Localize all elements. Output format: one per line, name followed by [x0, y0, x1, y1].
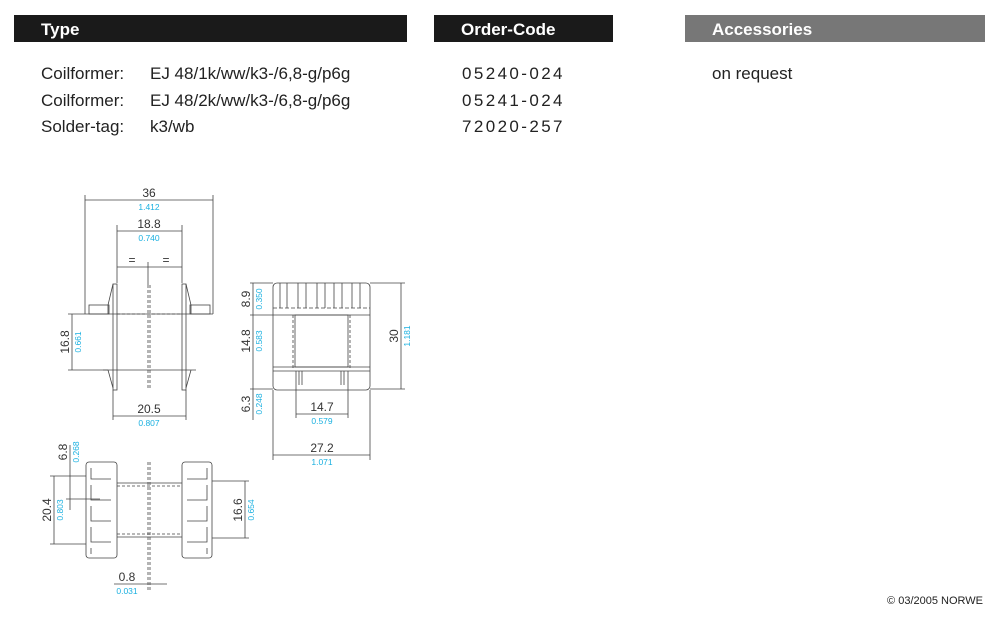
dim-20.4-inch: 0.803 [55, 499, 65, 521]
front-view [250, 282, 405, 460]
dim-6.3-inch: 0.248 [254, 393, 264, 415]
row-code: 05240-024 [462, 64, 565, 83]
dim-16.6-inch: 0.654 [246, 499, 256, 521]
dim-30-inch: 1.181 [402, 325, 412, 347]
dim-8.9: 8.9 [239, 290, 253, 307]
dim-6.8: 6.8 [56, 443, 70, 460]
dim-18.8: 18.8 [137, 217, 161, 231]
dim-14.7-inch: 0.579 [311, 416, 333, 426]
row-type: EJ 48/2k/ww/k3-/6,8-g/p6g [150, 91, 351, 110]
dim-equal: = [128, 253, 135, 267]
header-accessories: Accessories [685, 15, 985, 42]
dim-14.7: 14.7 [310, 400, 334, 414]
dim-6.8-inch: 0.268 [71, 441, 81, 463]
dim-14.8-inch: 0.583 [254, 330, 264, 352]
accessories-text: on request [712, 64, 793, 83]
dim-16.8: 16.8 [58, 330, 72, 354]
row-type: k3/wb [150, 117, 195, 136]
dim-14.8: 14.8 [239, 329, 253, 353]
row-code: 72020-257 [462, 117, 565, 136]
dimension-labels: 36 1.412 18.8 0.740 = = 16.8 0.661 20.5 … [40, 186, 412, 596]
dim-36: 36 [142, 186, 156, 200]
header-type: Type [14, 15, 407, 42]
dim-27.2-inch: 1.071 [311, 457, 333, 467]
dim-18.8-inch: 0.740 [138, 233, 160, 243]
dim-16.8-inch: 0.661 [73, 331, 83, 353]
dim-6.3: 6.3 [239, 395, 253, 412]
dim-30: 30 [387, 329, 401, 343]
dim-0.8: 0.8 [119, 570, 136, 584]
dim-20.4: 20.4 [40, 498, 54, 522]
dim-20.5: 20.5 [137, 402, 161, 416]
header-order-code: Order-Code [434, 15, 613, 42]
dim-equal: = [162, 253, 169, 267]
row-label: Solder-tag: [41, 117, 125, 136]
row-label: Coilformer: [41, 64, 125, 83]
side-view [68, 195, 214, 420]
dim-27.2: 27.2 [310, 441, 334, 455]
row-type: EJ 48/1k/ww/k3-/6,8-g/p6g [150, 64, 351, 83]
top-view [50, 445, 249, 592]
dim-16.6: 16.6 [231, 498, 245, 522]
dim-0.8-inch: 0.031 [116, 586, 138, 596]
dim-8.9-inch: 0.350 [254, 288, 264, 310]
row-code: 05241-024 [462, 91, 565, 110]
dim-20.5-inch: 0.807 [138, 418, 160, 428]
copyright: © 03/2005 NORWE [887, 595, 983, 607]
row-label: Coilformer: [41, 91, 125, 110]
dim-36-inch: 1.412 [138, 202, 160, 212]
